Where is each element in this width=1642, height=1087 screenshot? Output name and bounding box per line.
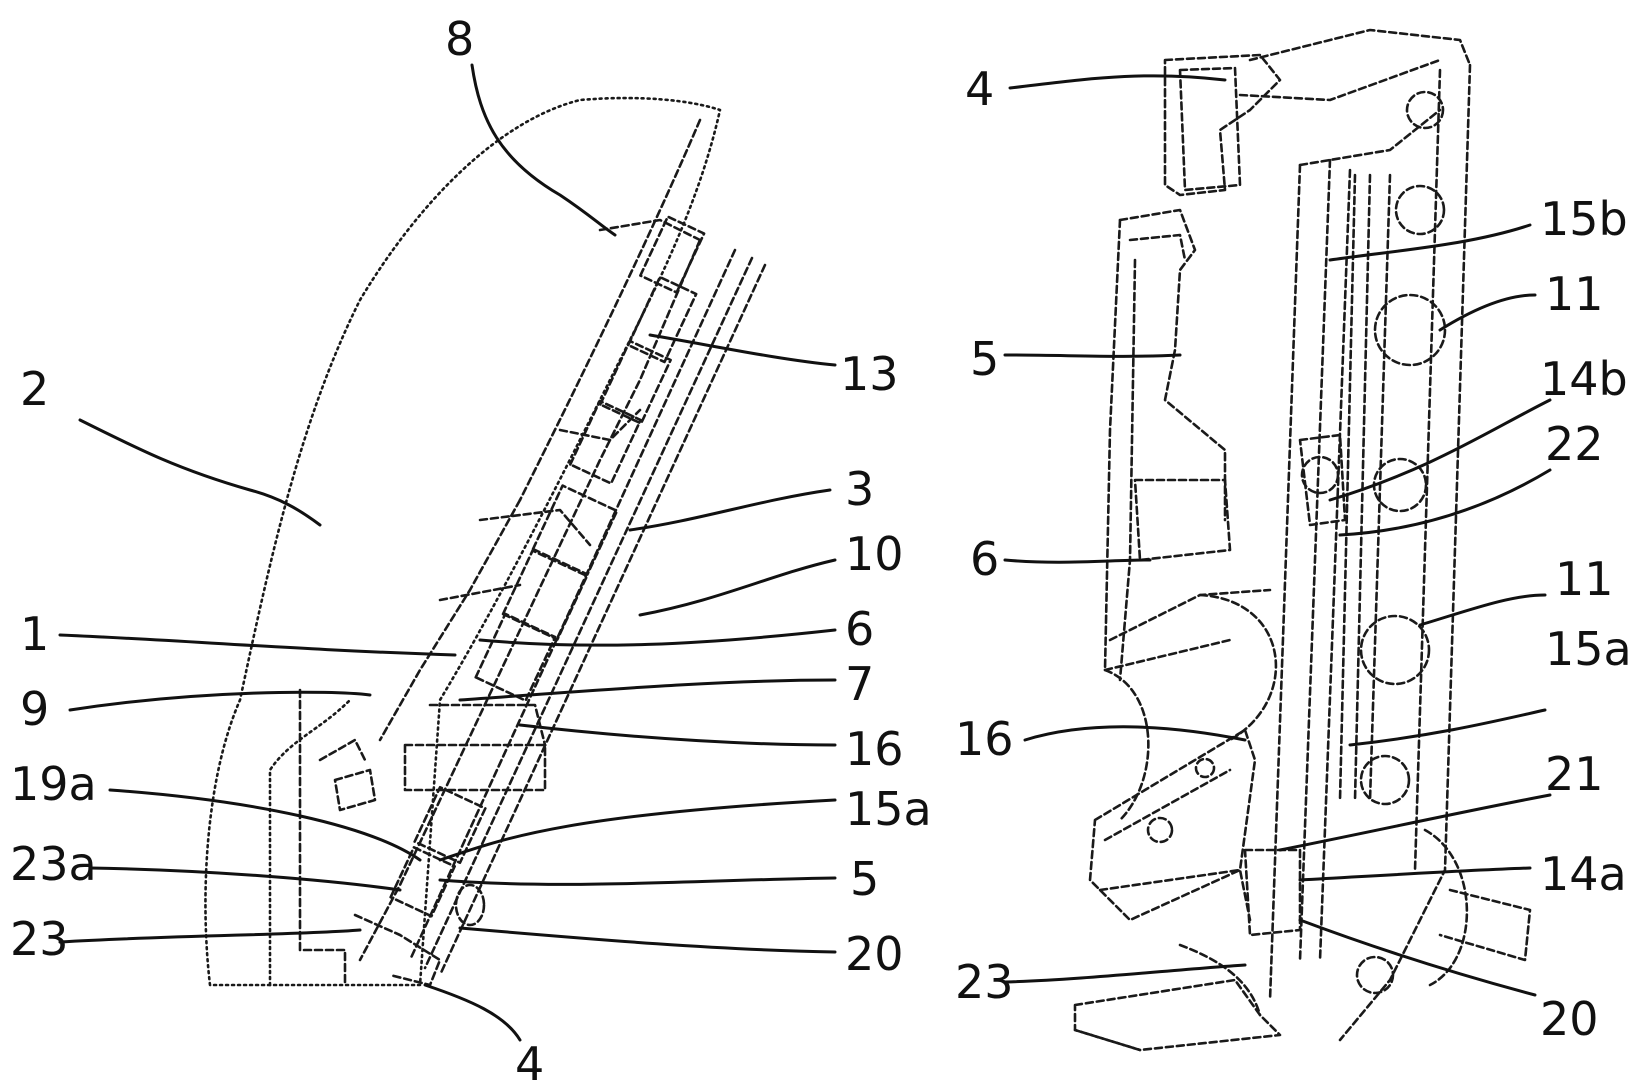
- ref-label: 23a: [10, 837, 97, 891]
- side-panel-5-6: [1073, 208, 1282, 1052]
- ref-label: 5: [850, 852, 879, 906]
- ref-label: 21: [1545, 747, 1604, 801]
- side-arm-20: [1423, 828, 1532, 987]
- ref-label: 15a: [1545, 622, 1632, 676]
- ref-label: 4: [515, 1037, 544, 1087]
- ref-label: 1: [20, 607, 49, 661]
- ref-label: 6: [845, 602, 874, 656]
- left-labels: 8 2 13 3 10 1 6 9 7 16 19a 15a 23a 5 23 …: [10, 12, 932, 1087]
- rail-assembly: [358, 238, 767, 977]
- ref-label: 14b: [1540, 352, 1628, 406]
- top-bracket-4: [1163, 28, 1472, 197]
- ref-label: 7: [845, 657, 874, 711]
- ref-label: 2: [20, 362, 49, 416]
- ref-label: 16: [845, 722, 904, 776]
- ref-label: 9: [20, 682, 49, 736]
- ref-label: 3: [845, 462, 874, 516]
- right-view-drawing: [1073, 28, 1532, 1052]
- ref-label: 22: [1545, 417, 1604, 471]
- left-view-drawing: [204, 96, 767, 987]
- ref-label: 13: [840, 347, 899, 401]
- ref-label: 20: [1540, 992, 1599, 1046]
- ref-label: 11: [1545, 267, 1604, 321]
- ref-label: 14a: [1540, 847, 1627, 901]
- left-leaders: [58, 63, 837, 1042]
- main-frame: [1243, 63, 1472, 1042]
- ref-label: 11: [1555, 552, 1614, 606]
- right-leaders: [1003, 74, 1552, 997]
- ref-label: 15b: [1540, 192, 1628, 246]
- ref-label: 8: [445, 12, 474, 66]
- ref-label: 4: [965, 62, 994, 116]
- ref-label: 16: [955, 712, 1014, 766]
- belt-guide-16: [403, 703, 547, 792]
- ref-label: 10: [845, 527, 904, 581]
- middle-module-6-7: [438, 484, 619, 702]
- ref-label: 23: [10, 912, 69, 966]
- right-labels: 4 15b 5 11 14b 22 6 11 15a 16 21 14a 23 …: [955, 62, 1632, 1046]
- ref-label: 15a: [845, 782, 932, 836]
- ref-label: 6: [970, 532, 999, 586]
- ref-label: 19a: [10, 757, 97, 811]
- ref-label: 20: [845, 927, 904, 981]
- ref-label: 23: [955, 955, 1014, 1009]
- ref-label: 5: [970, 332, 999, 386]
- upper-module-13: [558, 215, 706, 485]
- lower-module-15a: [318, 738, 487, 987]
